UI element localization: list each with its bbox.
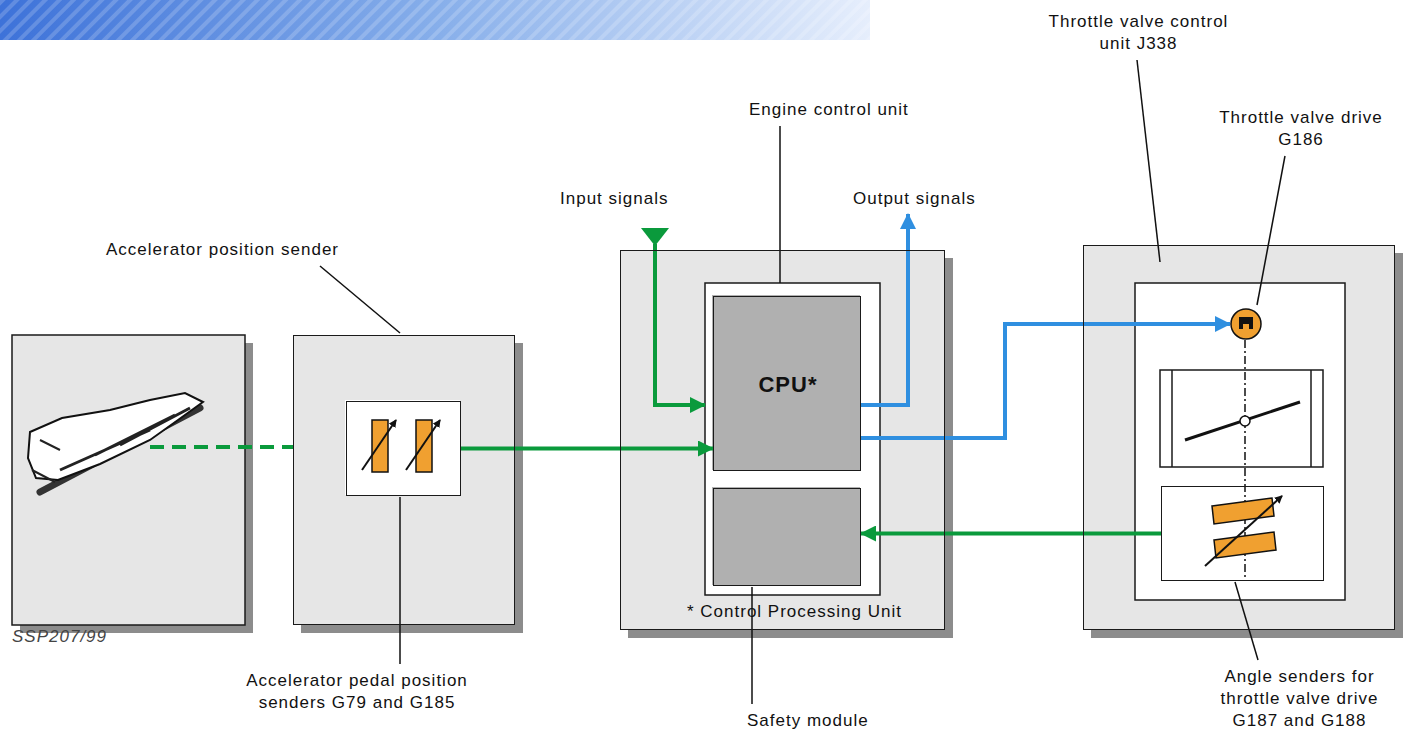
input-arrow bbox=[655, 244, 705, 405]
motor-symbol bbox=[1230, 308, 1262, 340]
header-bar bbox=[0, 0, 870, 40]
part-label: Throttle valve control unit J338 bbox=[1031, 11, 1246, 55]
throttle-housing bbox=[1083, 245, 1395, 630]
signal-label: Input signals bbox=[560, 188, 668, 210]
leader-line bbox=[779, 126, 781, 283]
part-label: * Control Processing Unit bbox=[687, 601, 942, 623]
sender-panel bbox=[345, 400, 460, 495]
blue-signal-arrow bbox=[861, 324, 1230, 438]
part-label: Angle senders for throttle valve drive G… bbox=[1197, 666, 1402, 732]
safety-fill bbox=[712, 487, 860, 585]
potentiometer-symbol bbox=[362, 420, 440, 472]
sender-housing bbox=[293, 335, 515, 625]
leader-line bbox=[399, 497, 401, 664]
leader-line bbox=[1137, 60, 1160, 262]
part-label: Accelerator position sender bbox=[106, 239, 406, 261]
throttle-frame bbox=[1135, 283, 1345, 600]
leader-line bbox=[1235, 582, 1258, 660]
throttle-valve bbox=[1160, 370, 1323, 467]
sensor-box: Accelerator pedal position senders G79 a… bbox=[346, 401, 461, 496]
cpu-box: CPU* bbox=[713, 296, 861, 471]
input-arrow-head bbox=[641, 228, 669, 246]
header-stripes bbox=[0, 0, 870, 40]
valve-hub bbox=[1240, 416, 1250, 426]
box-title: CPU* bbox=[714, 372, 862, 398]
motor-circle: Throttle valve drive G186 bbox=[1230, 308, 1262, 340]
part-label: Throttle valve drive G186 bbox=[1201, 107, 1401, 151]
output-arrow bbox=[860, 214, 908, 405]
green-signal-arrow bbox=[861, 532, 1161, 536]
throttle-unit-box: Throttle valve drive G186Angle senders f… bbox=[1083, 245, 1395, 630]
part-label: Safety module bbox=[747, 710, 947, 732]
part-label: Engine control unit bbox=[749, 99, 989, 121]
pedal-box bbox=[12, 335, 245, 625]
sender-box: Accelerator pedal position senders G79 a… bbox=[293, 335, 515, 625]
angle-sender-symbol bbox=[1205, 496, 1282, 566]
green-signal-arrow bbox=[461, 447, 713, 451]
leader-line bbox=[1257, 156, 1285, 305]
ecu-frame bbox=[705, 283, 880, 595]
control-unit-box: CPU*Safety moduleEngine control unit* Co… bbox=[620, 250, 945, 630]
signal-label: Output signals bbox=[853, 188, 976, 210]
leader-line bbox=[320, 266, 400, 333]
angle-sender-box: Angle senders for throttle valve drive G… bbox=[1161, 486, 1324, 581]
safety-module-box: Safety module bbox=[713, 488, 861, 586]
part-label: Accelerator pedal position senders G79 a… bbox=[227, 670, 487, 714]
foot-on-pedal bbox=[28, 393, 203, 492]
figure-code: SSP207/99 bbox=[12, 626, 107, 648]
